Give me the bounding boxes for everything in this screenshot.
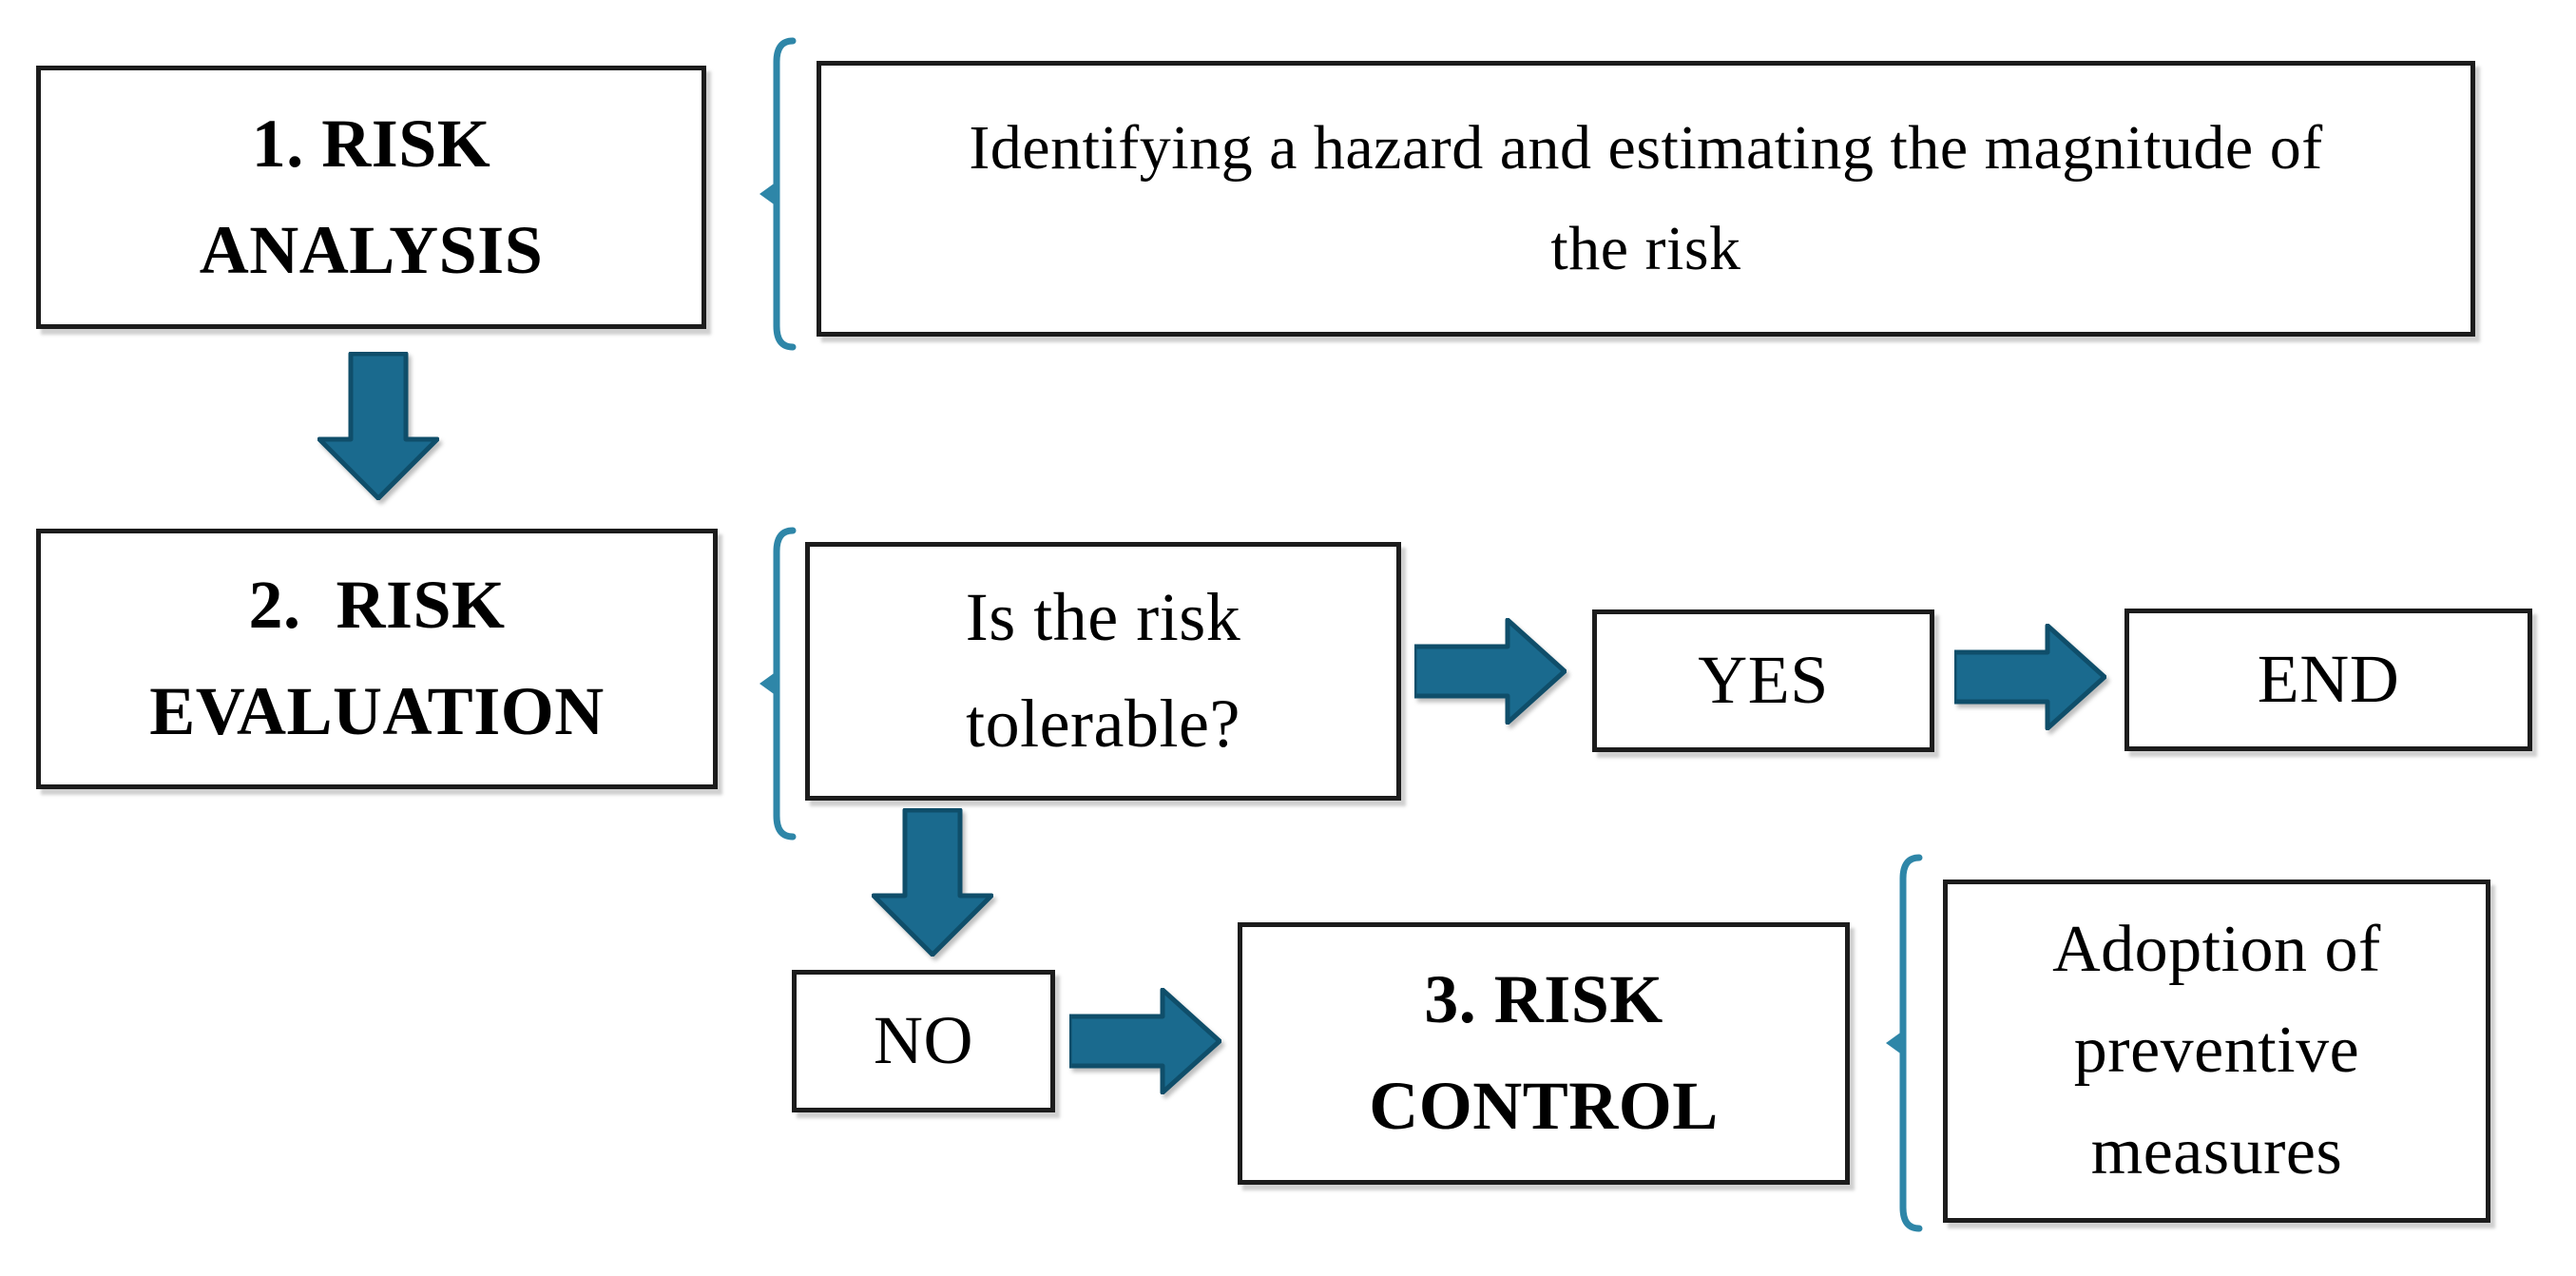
box-risk-analysis-label: 1. RISK ANALYSIS	[199, 105, 544, 288]
box-risk-control-label: 3. RISK CONTROL	[1369, 961, 1719, 1144]
box-no: NO	[792, 970, 1055, 1112]
box-risk-evaluation: 2. RISK EVALUATION	[36, 529, 718, 789]
box-end-label: END	[2257, 641, 2400, 718]
box-yes: YES	[1592, 609, 1934, 752]
right-arrow-icon	[1414, 618, 1567, 725]
box-identifying-note: Identifying a hazard and estimating the …	[817, 61, 2475, 337]
right-arrow-icon	[1954, 624, 2106, 730]
left-brace-icon	[1886, 854, 1923, 1232]
box-adoption-note-label: Adoption of preventive measures	[2052, 912, 2381, 1189]
down-arrow-icon	[317, 352, 439, 500]
box-adoption-note: Adoption of preventive measures	[1943, 880, 2490, 1223]
box-no-label: NO	[874, 1002, 973, 1079]
down-arrow-icon	[872, 808, 993, 957]
box-end: END	[2124, 609, 2532, 751]
box-tolerable-question-label: Is the risk tolerable?	[965, 579, 1241, 762]
box-tolerable-question: Is the risk tolerable?	[805, 542, 1401, 801]
box-risk-control: 3. RISK CONTROL	[1238, 922, 1850, 1185]
box-risk-analysis: 1. RISK ANALYSIS	[36, 66, 706, 329]
box-identifying-note-label: Identifying a hazard and estimating the …	[969, 113, 2323, 283]
left-brace-icon	[759, 527, 797, 841]
left-brace-icon	[759, 37, 797, 351]
right-arrow-icon	[1069, 988, 1221, 1094]
box-yes-label: YES	[1698, 642, 1829, 719]
box-risk-evaluation-label: 2. RISK EVALUATION	[149, 567, 605, 749]
